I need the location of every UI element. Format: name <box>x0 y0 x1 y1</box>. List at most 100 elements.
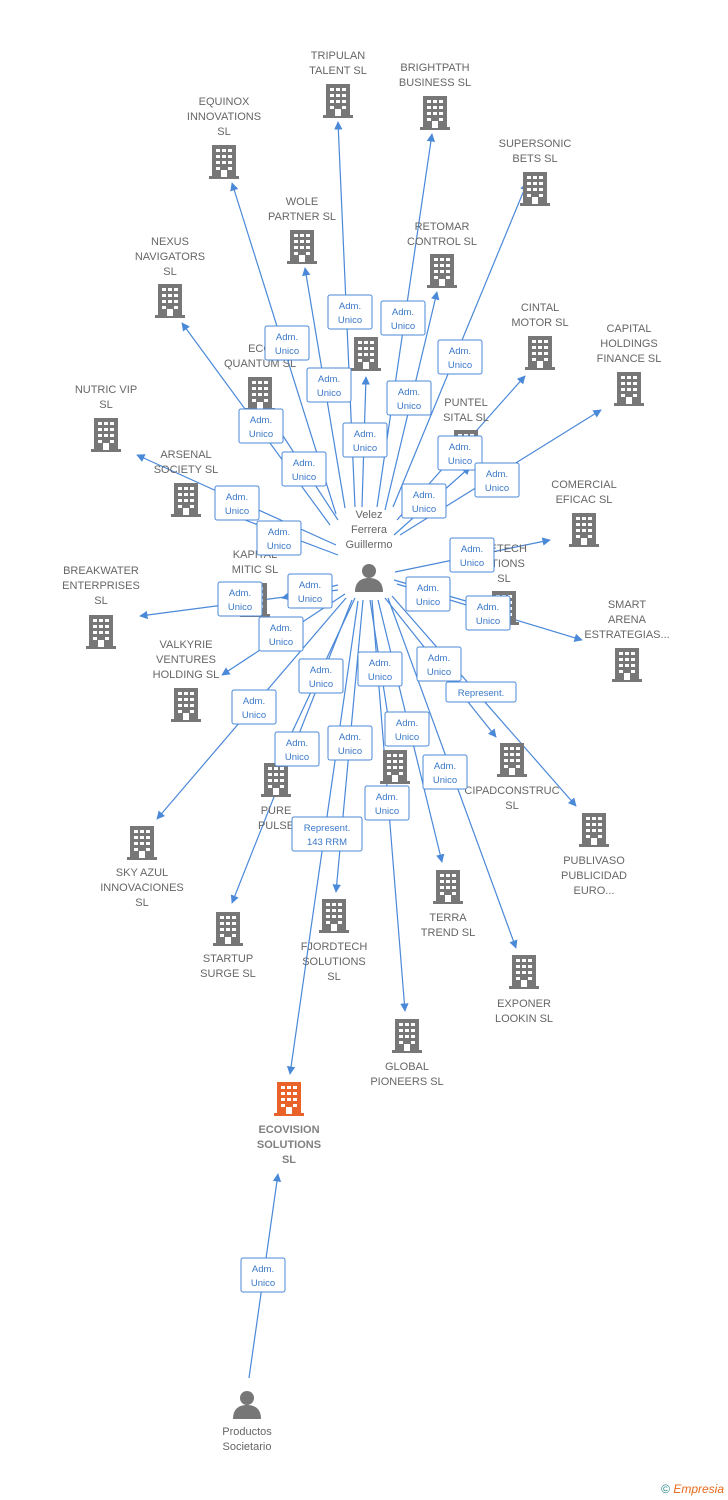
node-label-cipad: SL <box>505 800 518 812</box>
edge-label-cintal[interactable]: Adm.Unico <box>437 435 483 471</box>
edge-label-fjord[interactable]: Adm.Unico <box>327 725 373 761</box>
edge-label-nutric[interactable]: Adm.Unico <box>214 485 260 521</box>
edge-label-text: Unico <box>476 616 500 627</box>
edge-label-startup[interactable]: Adm.Unico <box>274 731 320 767</box>
edge-label-global[interactable]: Adm.Unico <box>364 785 410 821</box>
edge-label-capital[interactable]: Adm.Unico <box>474 462 520 498</box>
building-icon <box>323 84 353 118</box>
edge-label-text: Adm. <box>268 527 290 538</box>
edge-label-box <box>291 816 363 852</box>
edge-label-box <box>281 451 327 487</box>
building-icon <box>612 648 642 682</box>
node-label-global: GLOBAL <box>385 1061 429 1073</box>
edge-label-equinox[interactable]: Adm.Unico <box>264 325 310 361</box>
edge-label-arsenal[interactable]: Adm.Unico <box>256 520 302 556</box>
edge-label-text: 143 RRM <box>307 837 347 848</box>
node-label-breakwater: BREAKWATER <box>63 565 139 577</box>
edge-label-text: Adm. <box>339 732 361 743</box>
node-label-nexus: SL <box>163 266 176 278</box>
edge-label-ecovision[interactable]: Adm.Unico <box>240 1257 286 1293</box>
edge-label-cipad[interactable]: Adm.Unico <box>416 646 462 682</box>
edge-label-text: Adm. <box>461 544 483 555</box>
edge-label-text: Unico <box>317 388 341 399</box>
edge-label-kapital[interactable]: Adm.Unico <box>287 573 333 609</box>
edge-label-smart[interactable]: Adm. Unico <box>465 595 511 631</box>
node-label-cipad: CIPADCONSTRUC <box>464 785 559 797</box>
edge-label-text: Unico <box>249 429 273 440</box>
edge-label-box <box>256 520 302 556</box>
edge-label-text: Adm. <box>477 602 499 613</box>
edge-label-text: Unico <box>285 752 309 763</box>
node-label-arsenal: SOCIETY SL <box>154 464 219 476</box>
node-label-startup: STARTUP <box>203 953 253 965</box>
edge-label-pure[interactable]: Adm.Unico <box>298 658 344 694</box>
edge-label-ecovision[interactable]: Represent.143 RRM <box>291 816 363 852</box>
edge-label-terra[interactable]: Adm.Unico <box>384 711 430 747</box>
edge-label-breakwater[interactable]: Adm.Unico <box>217 581 263 617</box>
node-label-productos: Productos <box>222 1426 272 1438</box>
node-label-retomar: CONTROL SL <box>407 236 477 248</box>
edge-label-supersonic[interactable]: Adm.Unico <box>437 339 483 375</box>
edge-label-xar[interactable]: Adm.Unico <box>342 422 388 458</box>
node-label-retomar: RETOMAR <box>415 221 470 233</box>
brand-logo[interactable]: Empresia <box>673 1482 724 1496</box>
edge-label-box <box>422 754 468 790</box>
edge-label-box <box>274 731 320 767</box>
edge-label-retomar[interactable]: Adm.Unico <box>386 380 432 416</box>
node-cipad[interactable]: CIPADCONSTRUC SL <box>464 743 560 812</box>
node-label-equinox: SL <box>217 126 230 138</box>
edge-label-ecoquantum[interactable]: Adm.Unico <box>281 451 327 487</box>
edge-label-text: Adm. <box>270 623 292 634</box>
edge-label-wole[interactable]: Adm.Unico <box>306 367 352 403</box>
node-label-valkyrie: VALKYRIE <box>160 639 213 651</box>
edge-label-xs[interactable]: Adm. Unico <box>357 651 403 687</box>
edge-label-box <box>258 616 304 652</box>
node-label-publivaso: EURO... <box>574 885 615 897</box>
building-icon <box>520 172 550 206</box>
node-retomar[interactable]: RETOMAR CONTROL SL <box>407 221 477 288</box>
edge-label-nexus[interactable]: Adm.Unico <box>238 408 284 444</box>
edge-label-exponer[interactable]: Adm.Unico <box>422 754 468 790</box>
edge-label-puntel[interactable]: Adm.Unico <box>401 483 447 519</box>
edge-label-brightpath[interactable]: Adm.Unico <box>380 300 426 336</box>
edge-label-valkyrie[interactable]: Adm. Unico <box>258 616 304 652</box>
node-smart[interactable]: SMARTARENAESTRATEGIAS... <box>584 599 670 682</box>
edge-label-text: Adm. <box>413 490 435 501</box>
edge-label-text: Adm. <box>369 658 391 669</box>
edge-label-text: Unico <box>368 672 392 683</box>
edge-label-getech[interactable]: Adm.Unico <box>405 576 451 612</box>
node-publivaso[interactable]: PUBLIVASOPUBLICIDADEURO... <box>561 813 627 897</box>
edge-label-skyazul[interactable]: Adm.Unico <box>231 689 277 725</box>
edge-label-tripulan[interactable]: Adm.Unico <box>327 294 373 330</box>
edge-label-publivaso[interactable]: Represent. <box>445 681 517 703</box>
edge-label-text: Unico <box>269 637 293 648</box>
edge-label-box <box>405 576 451 612</box>
building-icon <box>497 743 527 777</box>
edge-label-comercial[interactable]: Adm.Unico <box>449 537 495 573</box>
edge-label-text: Unico <box>433 775 457 786</box>
